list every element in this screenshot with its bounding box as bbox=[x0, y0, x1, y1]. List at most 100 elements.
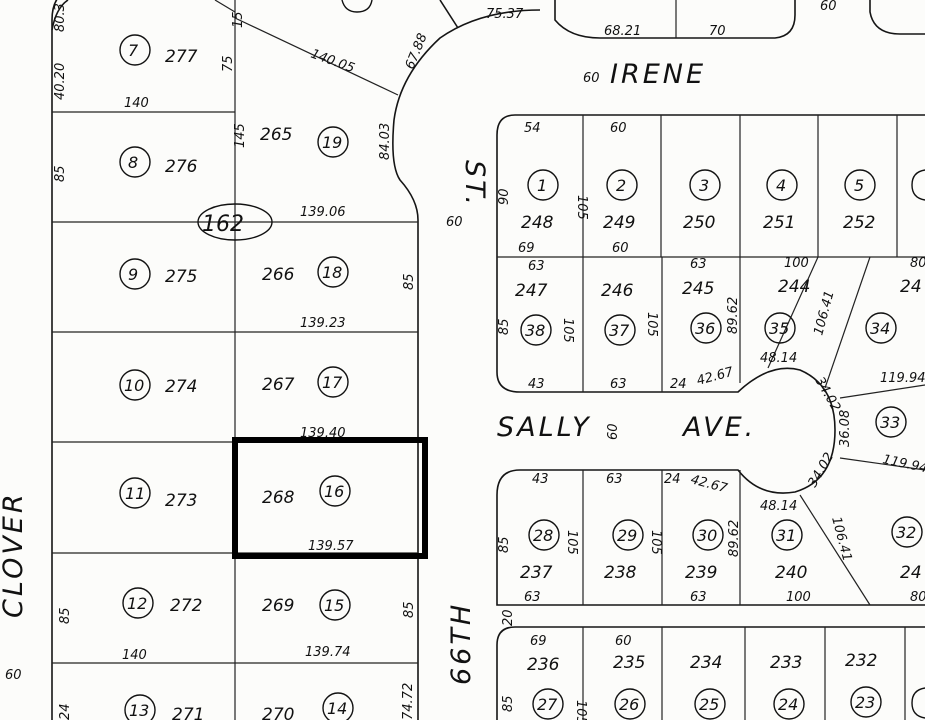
svg-text:105: 105 bbox=[574, 195, 589, 220]
middle-right-lot-labels: 247 38 246 37 245 36 244 35 24 34 33 bbox=[515, 277, 922, 438]
parcel-275: 275 bbox=[165, 267, 197, 287]
parcel-235: 235 bbox=[613, 653, 645, 673]
street-width-66th: 60 bbox=[446, 215, 463, 230]
svg-text:84.03: 84.03 bbox=[378, 123, 393, 160]
parcel-273: 273 bbox=[165, 491, 197, 511]
north-block-outline bbox=[439, 0, 925, 39]
lot-circle-30: 30 bbox=[697, 526, 717, 545]
svg-text:85: 85 bbox=[497, 318, 512, 335]
svg-text:106.41: 106.41 bbox=[828, 515, 854, 563]
lot-circle-36: 36 bbox=[695, 319, 715, 338]
lot-circle-11: 11 bbox=[125, 484, 145, 503]
parcel-271: 271 bbox=[172, 705, 204, 720]
svg-text:85: 85 bbox=[497, 536, 512, 553]
parcel-232: 232 bbox=[845, 651, 877, 671]
svg-text:60: 60 bbox=[820, 0, 837, 14]
svg-text:42.67: 42.67 bbox=[689, 472, 730, 496]
lot-circle-2: 2 bbox=[616, 176, 626, 195]
lot-circle-12: 12 bbox=[127, 594, 147, 613]
parcel-246: 246 bbox=[601, 281, 634, 301]
lot-circle-3: 3 bbox=[699, 176, 709, 195]
street-name-clover: CLOVER bbox=[0, 491, 29, 618]
lot-circle-33: 33 bbox=[880, 413, 900, 432]
svg-text:85: 85 bbox=[402, 601, 417, 618]
mid-lot-labels: 265 19 266 18 267 17 268 16 269 15 270 1… bbox=[260, 125, 354, 720]
parcel-234: 234 bbox=[690, 653, 722, 673]
parcel-276: 276 bbox=[165, 157, 198, 177]
svg-text:20: 20 bbox=[501, 609, 516, 626]
svg-text:140.05: 140.05 bbox=[309, 47, 357, 77]
svg-text:139.23: 139.23 bbox=[300, 316, 346, 331]
lot-circle-25: 25 bbox=[699, 695, 719, 714]
lot-circle-23: 23 bbox=[855, 693, 875, 712]
highlighted-parcel-268[interactable] bbox=[232, 437, 428, 559]
svg-text:42.67: 42.67 bbox=[695, 365, 736, 389]
lot-circle-9: 9 bbox=[128, 265, 138, 284]
svg-text:105: 105 bbox=[648, 530, 663, 555]
svg-text:89.62: 89.62 bbox=[726, 297, 741, 334]
svg-text:36.08: 36.08 bbox=[838, 410, 853, 447]
parcel-272: 272 bbox=[170, 596, 202, 616]
svg-text:105: 105 bbox=[560, 318, 575, 343]
svg-text:34.02: 34.02 bbox=[812, 375, 844, 415]
parcel-245: 245 bbox=[682, 279, 714, 299]
parcel-248: 248 bbox=[521, 213, 554, 233]
street-name-sally: SALLY bbox=[497, 412, 592, 443]
parcel-239: 239 bbox=[685, 563, 717, 583]
svg-text:100: 100 bbox=[784, 256, 809, 271]
svg-text:60: 60 bbox=[612, 241, 629, 256]
svg-text:139.57: 139.57 bbox=[308, 539, 354, 554]
svg-text:145: 145 bbox=[233, 123, 248, 148]
svg-text:140: 140 bbox=[122, 648, 147, 663]
parcel-266: 266 bbox=[262, 265, 295, 285]
parcel-270: 270 bbox=[262, 705, 294, 720]
parcel-250: 250 bbox=[683, 213, 715, 233]
lot-circle-27: 27 bbox=[537, 695, 558, 714]
lot-circle-4: 4 bbox=[776, 176, 786, 195]
left-lot-labels: 7 277 8 276 9 275 10 274 11 273 12 272 1… bbox=[119, 34, 204, 720]
svg-text:105: 105 bbox=[573, 700, 588, 720]
lot-circle-26: 26 bbox=[619, 695, 639, 714]
lot-circle-38: 38 bbox=[525, 321, 545, 340]
svg-text:43: 43 bbox=[532, 472, 549, 487]
parcel-252: 252 bbox=[843, 213, 875, 233]
street-name-st: ST. bbox=[459, 160, 490, 208]
svg-text:80: 80 bbox=[910, 590, 925, 605]
svg-text:75: 75 bbox=[221, 55, 236, 72]
svg-text:24: 24 bbox=[58, 703, 73, 720]
street-width-irene: 60 bbox=[583, 71, 600, 86]
lot-circle-28: 28 bbox=[533, 526, 553, 545]
lot-circle-8: 8 bbox=[128, 153, 138, 172]
street-width-sally: 60 bbox=[606, 423, 621, 440]
svg-text:60: 60 bbox=[610, 121, 627, 136]
lot-circle-10: 10 bbox=[124, 376, 144, 395]
svg-text:63: 63 bbox=[690, 590, 707, 605]
svg-text:139.40: 139.40 bbox=[300, 426, 346, 441]
svg-text:80: 80 bbox=[910, 256, 925, 271]
parcel-236: 236 bbox=[527, 655, 560, 675]
svg-text:140: 140 bbox=[124, 96, 149, 111]
lot-circle-24: 24 bbox=[778, 695, 798, 714]
parcel-267: 267 bbox=[262, 375, 295, 395]
svg-text:100: 100 bbox=[786, 590, 811, 605]
svg-text:119.94: 119.94 bbox=[881, 452, 925, 476]
svg-text:74.72: 74.72 bbox=[401, 683, 416, 720]
lot-circle-16: 16 bbox=[324, 482, 344, 501]
svg-text:60: 60 bbox=[615, 634, 632, 649]
svg-text:48.14: 48.14 bbox=[760, 499, 797, 514]
parcel-240: 240 bbox=[775, 563, 807, 583]
lot-circle-5: 5 bbox=[854, 176, 864, 195]
svg-text:63: 63 bbox=[606, 472, 623, 487]
street-name-irene: IRENE bbox=[610, 59, 706, 90]
svg-text:40.20: 40.20 bbox=[53, 63, 68, 100]
lot-circle-32: 32 bbox=[896, 523, 916, 542]
svg-text:85: 85 bbox=[53, 165, 68, 182]
lot-circle-17: 17 bbox=[322, 373, 343, 392]
svg-text:80.3: 80.3 bbox=[53, 3, 68, 32]
svg-text:63: 63 bbox=[610, 377, 627, 392]
svg-text:48.14: 48.14 bbox=[760, 351, 797, 366]
lot-circle-14: 14 bbox=[327, 699, 347, 718]
svg-text:75.37: 75.37 bbox=[486, 7, 524, 22]
